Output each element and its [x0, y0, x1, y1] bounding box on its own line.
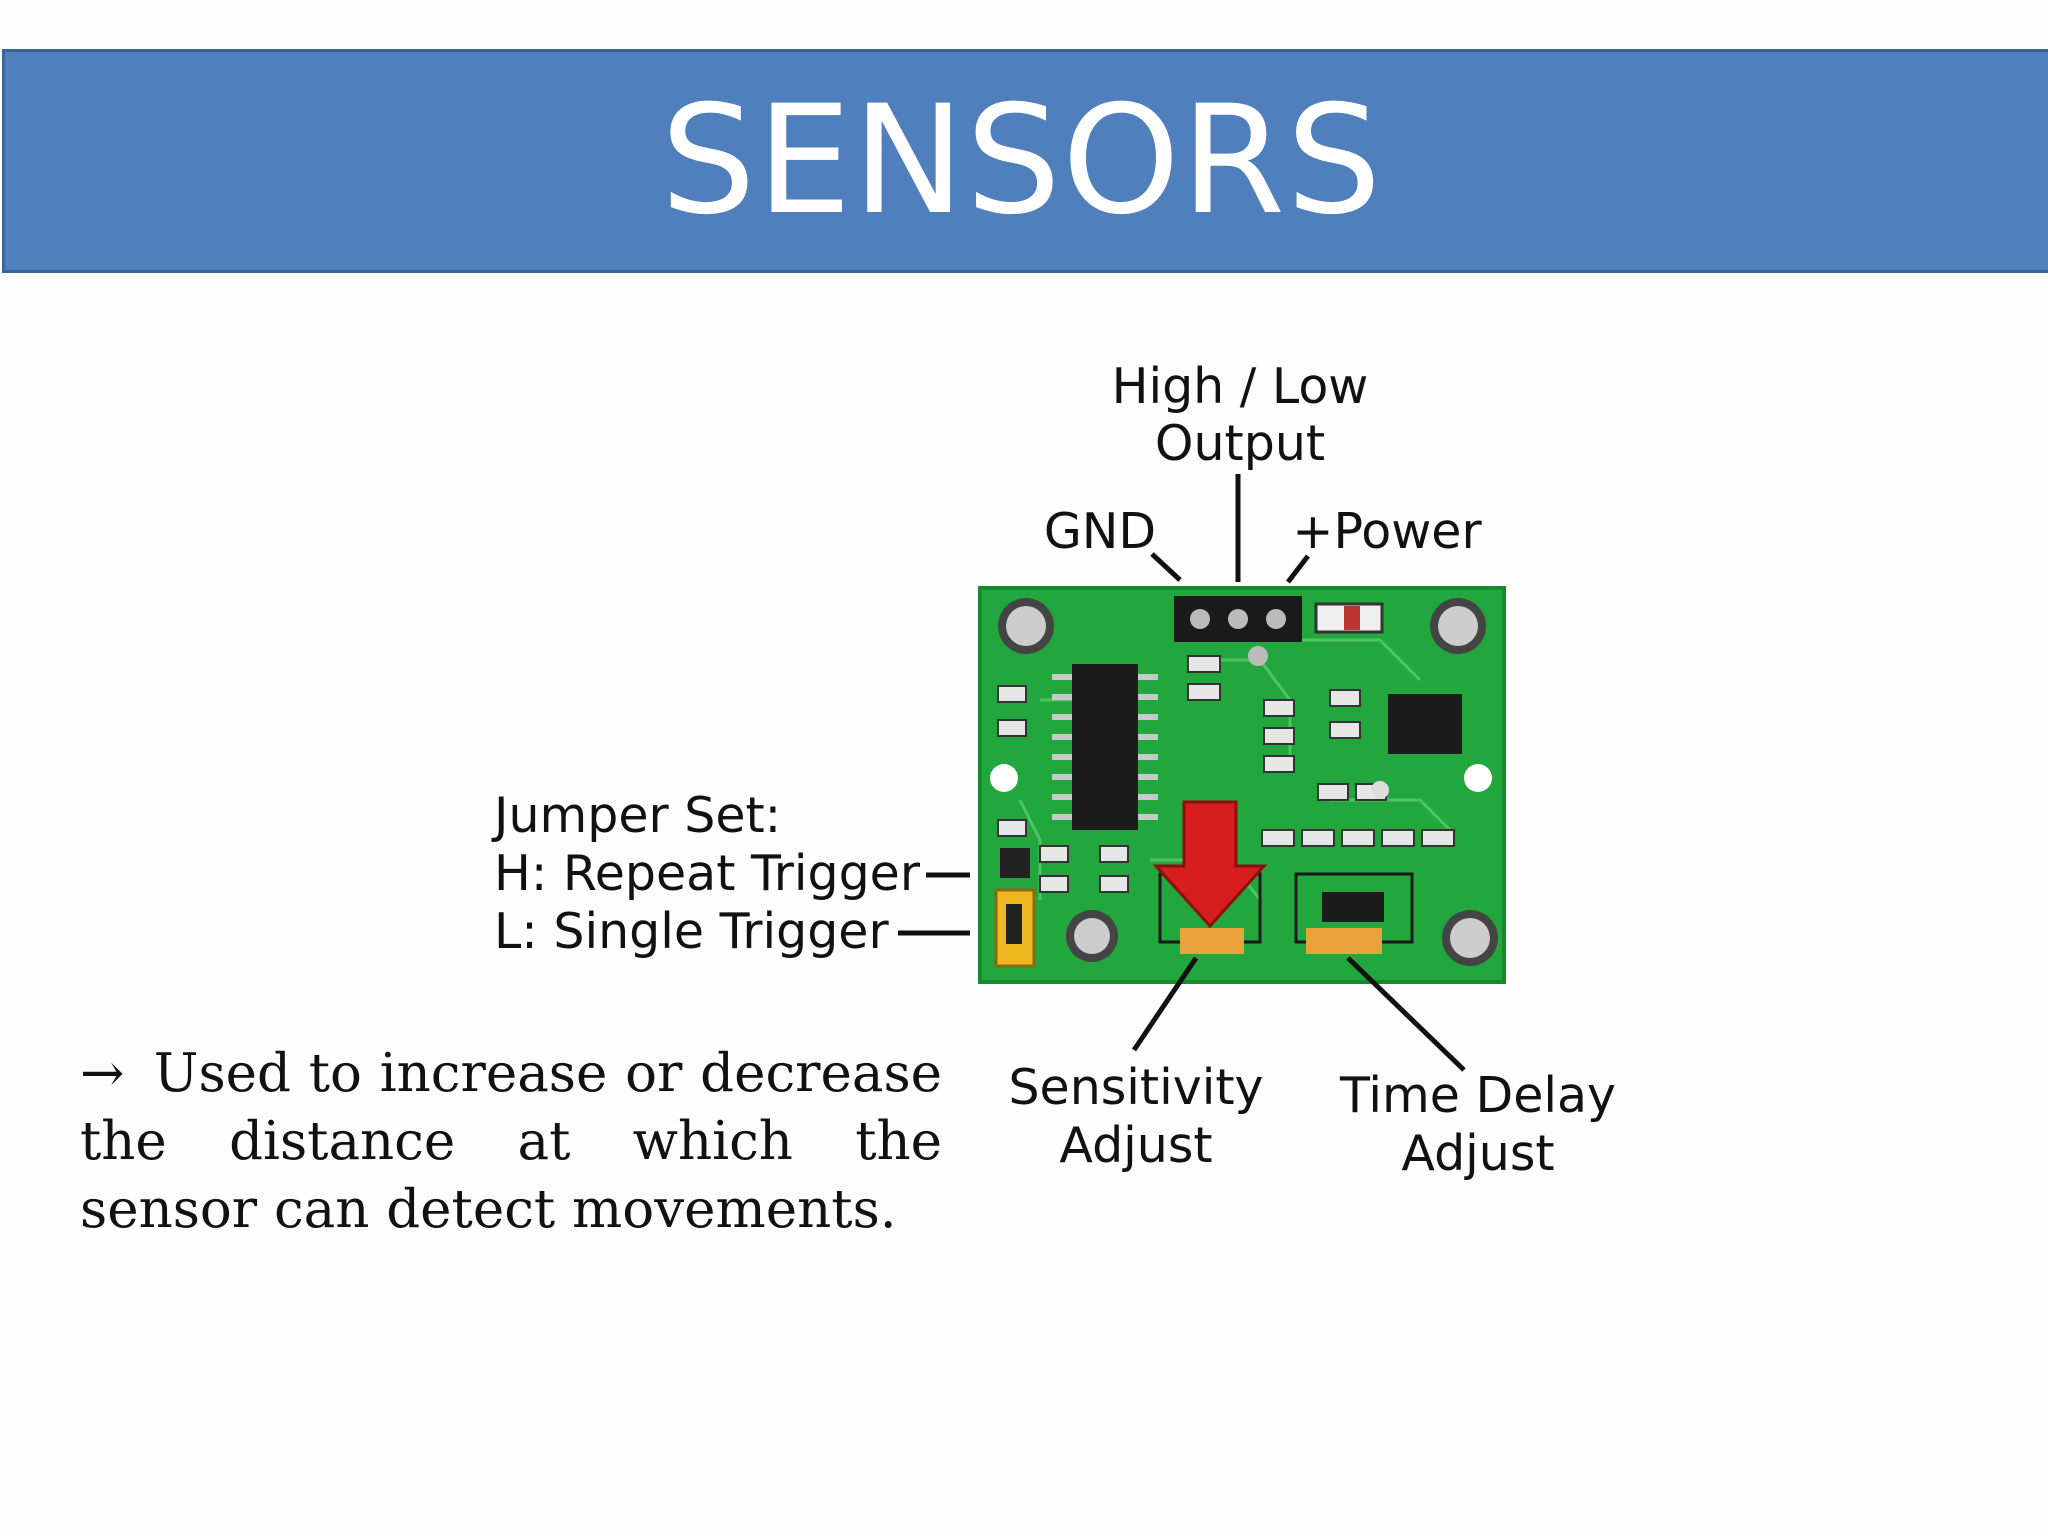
sensitivity-label-line2: Adjust [1059, 1117, 1212, 1174]
time-delay-label-line2: Adjust [1401, 1125, 1554, 1182]
power-label: +Power [1292, 503, 1482, 560]
capacitor-top-right [1430, 598, 1486, 654]
description-text-block: → Used to increase or decrease the dista… [80, 1040, 942, 1244]
output-label-line2: Output [1155, 415, 1325, 472]
right-arrow-icon: → [80, 1043, 125, 1104]
title-banner: SENSORS [2, 49, 2048, 273]
capacitor-bottom [1066, 910, 1118, 962]
sensitivity-highlight-arrow [1152, 800, 1268, 929]
sensitivity-label-line1: Sensitivity [1008, 1059, 1263, 1116]
jumper-title-label: Jumper Set: [491, 787, 781, 844]
output-label-line1: High / Low [1112, 358, 1369, 415]
slide-title: SENSORS [660, 74, 1383, 248]
time-delay-label-line1: Time Delay [1339, 1067, 1616, 1124]
jumper-set [994, 848, 1036, 968]
jumper-l-label: L: Single Trigger [494, 903, 889, 960]
ic-chip [1052, 664, 1158, 830]
pir-sensor-board [978, 586, 1506, 984]
description-text: Used to increase or decrease the distanc… [80, 1043, 943, 1240]
jumper-h-label: H: Repeat Trigger [494, 845, 921, 902]
capacitor-top-left [998, 598, 1054, 654]
gnd-label: GND [1044, 503, 1156, 560]
capacitor-bottom-right [1442, 910, 1498, 966]
pointer-lines [898, 474, 1466, 1072]
time-delay-potentiometer [1294, 872, 1414, 954]
